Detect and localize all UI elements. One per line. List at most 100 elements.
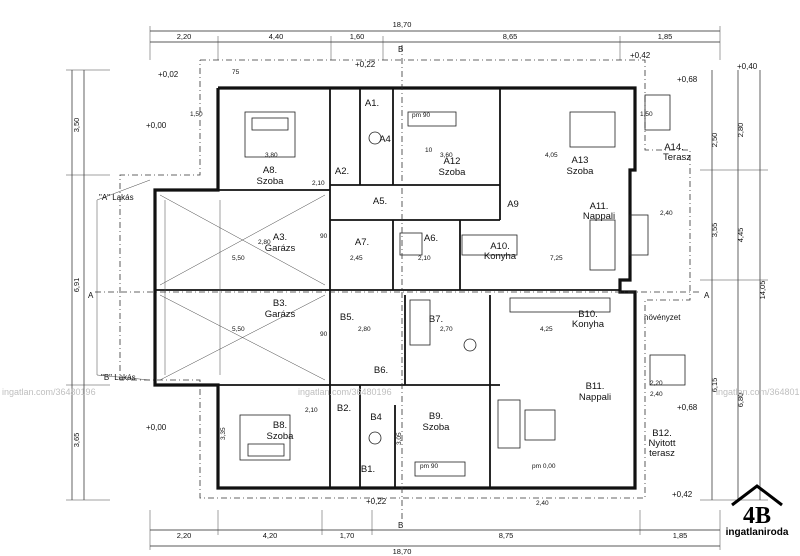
logo-text: ingatlaniroda (725, 527, 789, 538)
section-b-top: B (398, 45, 403, 54)
dim-door-pm0-b11: pm 0,00 (532, 463, 556, 470)
dim-b7-w: 2,70 (440, 326, 453, 333)
room-a4: A4 (379, 134, 391, 145)
room-a5: A5. (373, 196, 387, 207)
level-top-left: +0,02 (158, 70, 179, 79)
room-a9: A9 (507, 199, 519, 210)
shower-a6 (399, 232, 423, 256)
table-b11 (524, 409, 556, 441)
room-a12-name: Szoba (439, 167, 467, 178)
room-b11-code: B11. (586, 381, 605, 392)
bottom-total-dim: 18,70 (393, 547, 412, 556)
left-dim-1: 3,50 (72, 118, 81, 133)
left-dim-2: 6,91 (72, 278, 81, 293)
top-seg-4: 8,65 (503, 32, 518, 41)
room-a2: A2. (335, 166, 349, 177)
room-b10-code: B10. (578, 309, 598, 320)
room-a11-code: A11. (590, 201, 609, 212)
room-b12-name: Nyitott (649, 438, 676, 449)
dim-door-pm-b9: pm 90 (420, 463, 438, 470)
level-top-center: +0,22 (355, 60, 376, 69)
bath-b7 (409, 299, 431, 346)
section-a-right: A (704, 291, 710, 300)
level-top-right-2: +0,68 (677, 75, 698, 84)
sofa-b11 (497, 399, 521, 449)
room-labels: A1. A2. A3. Garázs A4 A5. A6. A7. A8. Sz… (257, 98, 692, 475)
room-a11-name: Nappali (583, 211, 615, 222)
dim-a13-w: 4,05 (545, 152, 558, 159)
section-marks: A A B B (88, 45, 710, 530)
dim-a12-w: 3,60 (440, 152, 453, 159)
dim-a8-w: 3,80 (265, 152, 278, 159)
dim-150-top: 1,50 (190, 111, 203, 118)
dim-240-a11: 2,40 (660, 210, 673, 217)
watermark-right: ingatlan.com/36480196 (716, 387, 800, 397)
right-dim-3: 14,05 (758, 281, 767, 300)
level-right-lower: +0,68 (677, 403, 698, 412)
room-b8-code: B8. (273, 420, 287, 431)
watermark-center: ingatlan.com/36480196 (298, 387, 392, 397)
level-markers: +0,02 +0,22 +0,42 +0,68 +0,40 +0,00 +0,0… (146, 51, 758, 506)
dim-door-90-b: 90 (320, 331, 328, 338)
bottom-seg-2: 4,20 (263, 531, 278, 540)
sofa-a11 (589, 219, 616, 271)
dim-b10-w: 4,25 (540, 326, 553, 333)
dim-door-pm-a12: pm 90 (412, 112, 430, 119)
room-b9-name: Szoba (423, 422, 451, 433)
exterior-walls (153, 86, 637, 490)
bottom-seg-1: 2,20 (177, 531, 192, 540)
terrace-b12-table (649, 354, 686, 386)
level-top-right-1: +0,42 (630, 51, 651, 60)
interior-walls (155, 88, 620, 488)
room-a8-name: Szoba (257, 176, 285, 187)
room-a3-code: A3. (273, 232, 287, 243)
left-dimension-chain: 3,50 6,91 3,65 (66, 69, 110, 501)
level-bottom-center: +0,22 (366, 497, 387, 506)
room-b8-name: Szoba (267, 431, 295, 442)
level-bottom-right: +0,42 (672, 490, 693, 499)
top-seg-5: 1,85 (658, 32, 673, 41)
left-dim-3: 3,65 (72, 433, 81, 448)
dim-b5-w: 2,80 (358, 326, 371, 333)
room-b3-name: Garázs (265, 309, 296, 320)
table-a11 (629, 214, 649, 256)
right-inner-3: 6,15 (710, 378, 719, 393)
top-seg-2: 4,40 (269, 32, 284, 41)
dim-a7-w: 2,45 (350, 255, 363, 262)
bottom-seg-3: 1,70 (340, 531, 355, 540)
bottom-dimension-chain: 2,20 4,20 1,70 8,75 1,85 18,70 (149, 510, 721, 556)
watermarks: ingatlan.com/36480196 ingatlan.com/36480… (2, 387, 800, 397)
right-dimension-chain: 2,50 3,55 6,15 2,80 4,45 14,05 6,80 (700, 70, 768, 501)
dim-b8-h: 3,35 (220, 427, 227, 440)
dim-terrace-d: 2,40 (650, 391, 663, 398)
dim-75-top: 75 (232, 69, 240, 76)
house-logo-icon: 4B (731, 484, 783, 527)
wc-a (368, 131, 382, 145)
desk-b9 (414, 461, 466, 477)
room-b12-name2: terasz (649, 448, 675, 459)
room-a10-name: Konyha (484, 251, 517, 262)
bed-a13 (569, 111, 616, 148)
dim-240-b11: 2,40 (536, 500, 549, 507)
room-b4: B4 (370, 412, 382, 423)
dim-door-90-a: 90 (320, 233, 328, 240)
svg-text:4B: 4B (743, 503, 771, 527)
top-total-dim: 18,70 (393, 20, 412, 29)
room-b11-name: Nappali (579, 392, 611, 403)
bottom-seg-5: 1,85 (673, 531, 688, 540)
room-b9-code: B9. (429, 411, 443, 422)
garage-diagonals (159, 194, 326, 381)
level-left-lower: +0,00 (146, 423, 167, 432)
apartment-b-label: "B" Lakás (101, 373, 136, 382)
roof-outline (96, 59, 691, 499)
level-left-upper: +0,00 (146, 121, 167, 130)
kitchen-a10 (461, 234, 518, 256)
room-a7: A7. (355, 237, 369, 248)
right-dim-1: 2,80 (736, 123, 745, 138)
kitchen-b10 (509, 297, 611, 313)
dim-a6-w: 2,10 (418, 255, 431, 262)
top-seg-1: 2,20 (177, 32, 192, 41)
dim-terrace-w: 2,20 (650, 380, 663, 387)
right-inner-2: 3,55 (710, 223, 719, 238)
